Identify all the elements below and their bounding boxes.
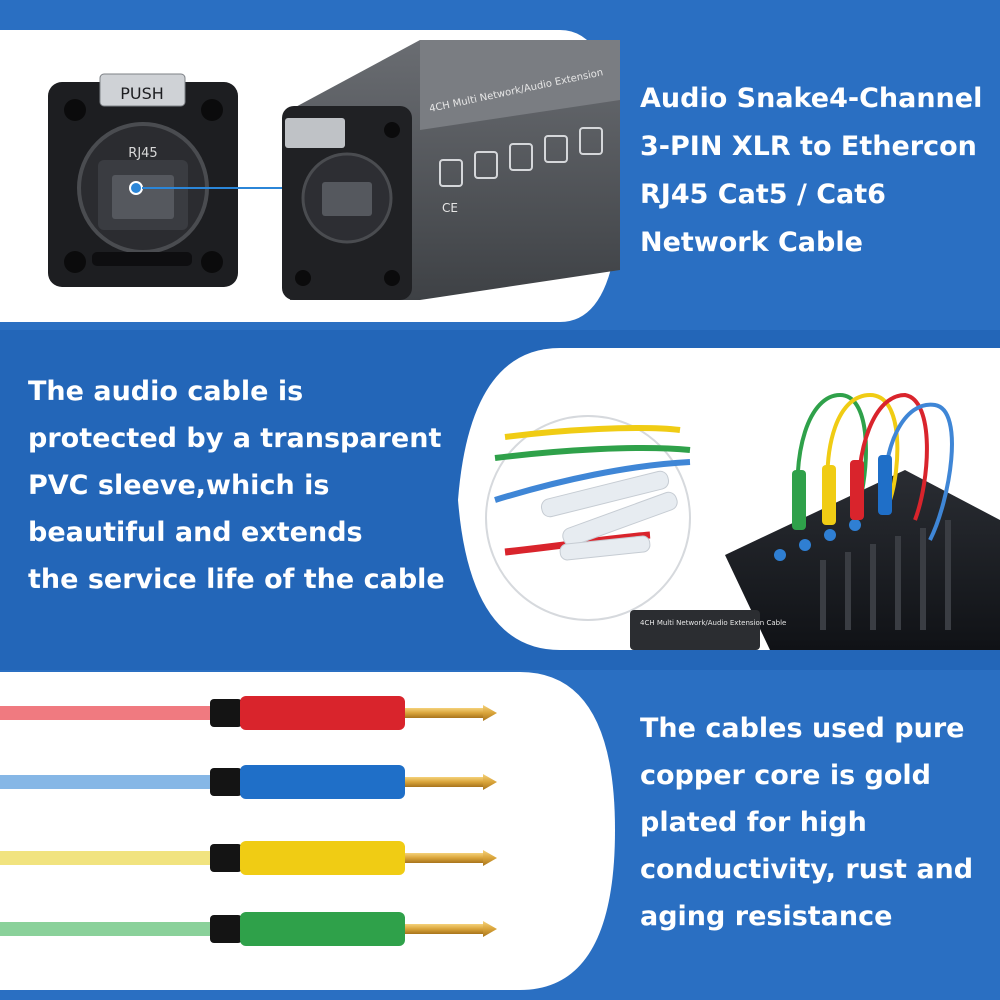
- ethercon-connector-front: PUSH RJ45: [48, 73, 300, 287]
- top-text-line: RJ45 Cat5 / Cat6: [640, 179, 886, 210]
- top-feature-text: Audio Snake4-Channel 3-PIN XLR to Etherc…: [640, 75, 990, 267]
- bottom-text-line: conductivity, rust and: [640, 854, 974, 885]
- mixer-console: 4CH Multi Network/Audio Extension Cable: [630, 392, 1000, 650]
- jack-plug-yellow: [0, 841, 497, 875]
- top-text-line: Audio Snake4-Channel: [640, 83, 983, 114]
- bottom-text-line: aging resistance: [640, 901, 893, 932]
- bottom-text-line: The cables used pure: [640, 713, 965, 744]
- middle-text-line: beautiful and extends: [28, 517, 363, 548]
- push-label: PUSH: [120, 84, 164, 103]
- bottom-white-panel: [0, 672, 615, 990]
- ce-mark: CE: [442, 201, 458, 215]
- jack-plug-red: [0, 696, 497, 730]
- bottom-text-line: plated for high: [640, 807, 867, 838]
- bottom-text-line: copper core is gold: [640, 760, 932, 791]
- middle-text-line: PVC sleeve,which is: [28, 470, 330, 501]
- sleeve-detail-circle: [485, 415, 691, 621]
- top-text-line: Network Cable: [640, 227, 863, 258]
- mixer-box-text: 4CH Multi Network/Audio Extension Cable: [640, 619, 786, 627]
- rj45-label: RJ45: [128, 146, 157, 161]
- middle-feature-text: The audio cable is protected by a transp…: [28, 368, 448, 603]
- bottom-feature-text: The cables used pure copper core is gold…: [640, 705, 990, 940]
- middle-text-line: protected by a transparent: [28, 423, 442, 454]
- middle-text-line: the service life of the cable: [28, 564, 445, 595]
- middle-text-line: The audio cable is: [28, 376, 304, 407]
- jack-plug-blue: [0, 765, 497, 799]
- top-text-line: 3-PIN XLR to Ethercon: [640, 131, 977, 162]
- jack-plug-green: [0, 912, 497, 946]
- extension-box: 4CH Multi Network/Audio Extension CE: [282, 40, 620, 300]
